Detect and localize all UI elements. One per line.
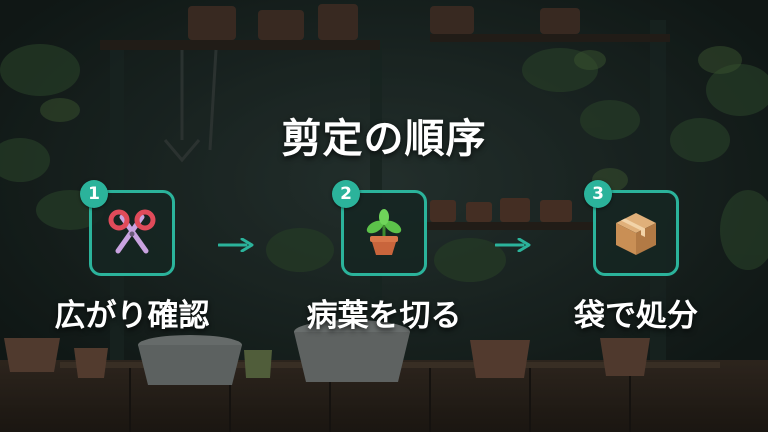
step-2-number-badge: 2 <box>332 180 360 208</box>
step-2-label: 病葉を切る <box>306 298 462 334</box>
step-2-card <box>341 190 427 276</box>
step-1-label: 広がり確認 <box>54 298 210 334</box>
potted-plant-icon <box>366 209 402 255</box>
scissors-icon <box>108 209 156 254</box>
page-title: 剪定の順序 <box>281 116 487 162</box>
arrow-right-icon <box>495 238 531 252</box>
step-3-number-badge: 3 <box>584 180 612 208</box>
step-3-label: 袋で処分 <box>574 298 698 334</box>
cardboard-box-icon <box>616 213 656 255</box>
arrow-right-icon <box>218 238 254 252</box>
step-1-number-badge: 1 <box>80 180 108 208</box>
